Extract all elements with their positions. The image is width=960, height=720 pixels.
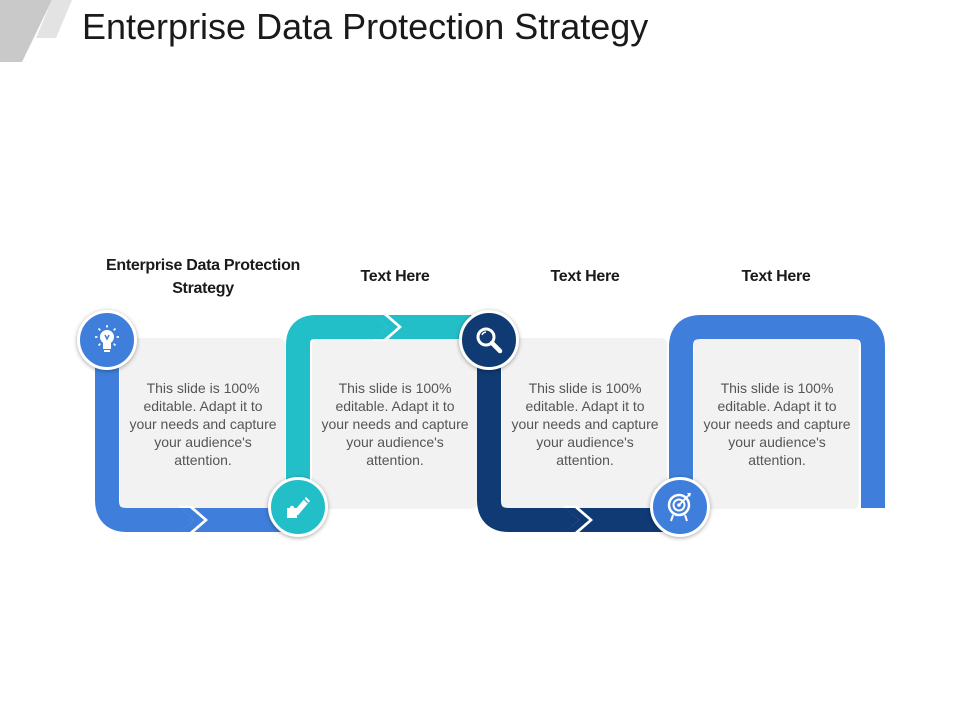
pen-puzzle-icon bbox=[287, 497, 310, 518]
connector-2 bbox=[286, 315, 488, 492]
step-2-body: This slide is 100% editable. Adapt it to… bbox=[321, 380, 469, 468]
step-2-box bbox=[312, 338, 477, 509]
connector-3 bbox=[477, 340, 668, 532]
connector-1-arrow-outline bbox=[180, 508, 204, 532]
step-1-heading: Enterprise Data Protection Strategy bbox=[105, 257, 301, 297]
step-4-heading: Text Here bbox=[741, 268, 811, 285]
step-2-badge bbox=[268, 477, 328, 537]
connector-4 bbox=[669, 315, 885, 508]
connector-2-arrow-outline bbox=[374, 315, 398, 339]
step-1-box bbox=[120, 338, 285, 509]
step-3-badge bbox=[459, 310, 519, 370]
step-4-badge bbox=[650, 477, 710, 537]
step-2-heading: Text Here bbox=[360, 268, 430, 285]
connector-1 bbox=[95, 362, 286, 532]
step-4-box bbox=[694, 338, 859, 509]
connector-3-arrow-outline bbox=[565, 508, 589, 532]
step-1-body: This slide is 100% editable. Adapt it to… bbox=[129, 380, 277, 468]
step-1-badge bbox=[77, 310, 137, 370]
target-icon bbox=[667, 493, 691, 522]
step-4-body: This slide is 100% editable. Adapt it to… bbox=[703, 380, 851, 468]
slide-title: Enterprise Data Protection Strategy bbox=[82, 6, 649, 47]
step-3-heading: Text Here bbox=[550, 268, 620, 285]
magnifier-icon bbox=[476, 327, 503, 354]
step-3-body: This slide is 100% editable. Adapt it to… bbox=[511, 380, 659, 468]
step-3-box bbox=[502, 338, 667, 509]
lightbulb-icon bbox=[95, 325, 119, 352]
corner-decoration bbox=[0, 0, 72, 62]
